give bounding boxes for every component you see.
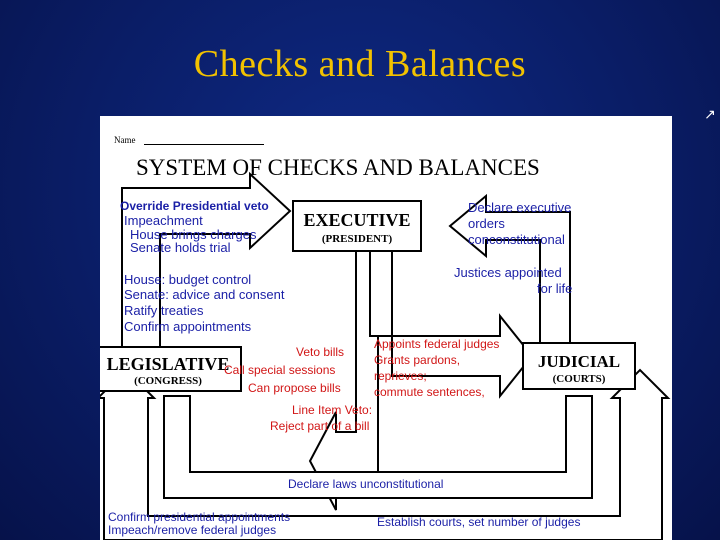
house-budget-text: House: budget control: [124, 272, 252, 287]
appoints-judges-text: Appoints federal judges: [374, 337, 500, 351]
for-life-text: for life: [537, 281, 573, 296]
veto-bills-text: Veto bills: [296, 345, 345, 359]
slide-title: Checks and Balances: [193, 43, 527, 85]
special-sessions-text: Call special sessions: [224, 363, 336, 377]
executive-name: EXECUTIVE: [303, 210, 411, 230]
legislative-box: LEGISLATIVE (CONGRESS): [100, 346, 242, 392]
diagram-heading: SYSTEM OF CHECKS AND BALANCES: [136, 155, 540, 180]
legislative-sub: (CONGRESS): [134, 375, 202, 387]
arrow-exec-to-jud-down: [369, 245, 534, 399]
judicial-box: JUDICIAL (COURTS): [522, 342, 636, 390]
judicial-sub: (COURTS): [552, 373, 606, 385]
unconstitutional-text: conconstitutional: [468, 232, 565, 247]
establish-courts-text: Establish courts, set number of judges: [377, 515, 581, 529]
impeach-judges-text: Impeach/remove federal judges: [108, 523, 277, 537]
senate-trial-text: Senate holds trial: [130, 240, 231, 255]
reprieves-text: reprieves;: [374, 369, 427, 383]
propose-bills-text: Can propose bills: [248, 381, 341, 395]
judicial-name: JUDICIAL: [537, 352, 621, 371]
executive-sub: (PRESIDENT): [321, 233, 393, 245]
diagram-arrows: [100, 171, 671, 540]
grants-pardons-text: Grants pardons,: [374, 353, 461, 367]
name-label: Name: [114, 135, 136, 145]
arrow-exec-to-leg: [308, 245, 379, 511]
house-charges-text: House brings charges: [130, 227, 257, 242]
justices-appointed-text: Justices appointed: [454, 265, 562, 280]
declare-laws-text: Declare laws unconstitutional: [288, 477, 444, 491]
confirm-appointments-text: Confirm appointments: [124, 319, 252, 334]
orders-text: orders: [468, 216, 505, 231]
name-underline: [144, 144, 264, 145]
arrow-jud-to-leg: [163, 395, 593, 499]
impeachment-text: Impeachment: [124, 213, 203, 228]
line-item-veto-text: Line Item Veto:: [292, 403, 373, 417]
declare-exec-text: Declare executive: [468, 200, 572, 215]
corner-mark-icon: ↗: [704, 106, 716, 122]
executive-box: EXECUTIVE (PRESIDENT): [292, 200, 422, 252]
reject-part-text: Reject part of a bill: [270, 419, 370, 433]
checks-balances-diagram: Name SYSTEM OF CHECKS AND BALANCES 1-212…: [100, 116, 672, 540]
commute-sentences-text: commute sentences,: [374, 385, 485, 399]
ratify-treaties-text: Ratify treaties: [124, 303, 204, 318]
arrow-leg-to-exec: [121, 171, 292, 357]
confirm-presidential-text: Confirm presidential appointments: [108, 510, 291, 524]
senate-advice-text: Senate: advice and consent: [124, 287, 285, 302]
arrow-exec-to-jud: [448, 193, 571, 353]
override-veto-text: Override Presidential veto: [120, 199, 269, 213]
legislative-name: LEGISLATIVE: [106, 354, 230, 374]
